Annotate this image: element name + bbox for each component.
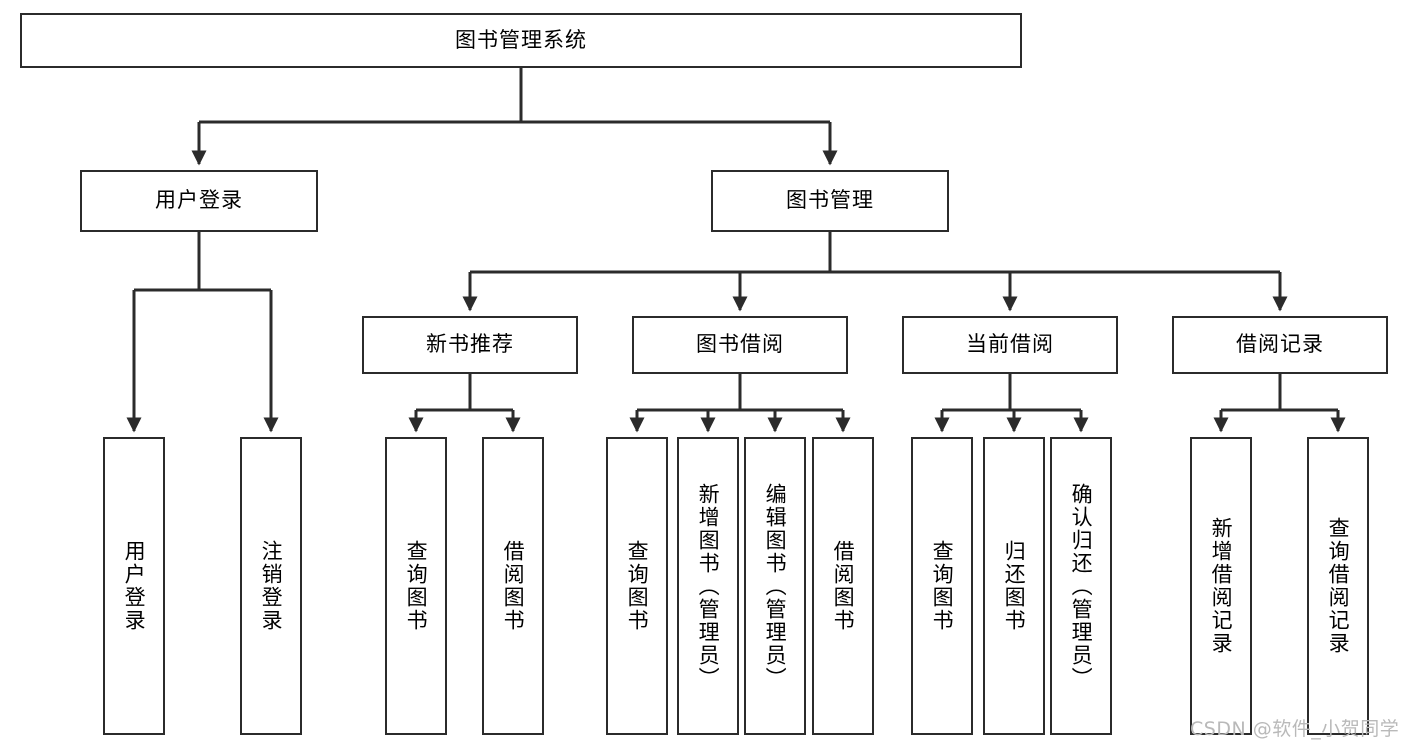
leaf-add-record[interactable]: 新增借阅记录 [1190,437,1252,735]
leaf-add-book-label: 新增图书（管理员） [696,482,721,690]
node-new-book-rec[interactable]: 新书推荐 [362,316,578,374]
leaf-borrow-book-2-label: 借阅图书 [831,540,856,632]
watermark: CSDN @软件_小贺同学 [1190,718,1400,740]
leaf-query-book-3-label: 查询图书 [930,540,955,632]
leaf-borrow-book-1[interactable]: 借阅图书 [482,437,544,735]
node-root[interactable]: 图书管理系统 [20,13,1022,68]
node-borrow-record[interactable]: 借阅记录 [1172,316,1388,374]
node-book-manage-label: 图书管理 [786,188,874,213]
leaf-borrow-book-2[interactable]: 借阅图书 [812,437,874,735]
leaf-query-record[interactable]: 查询借阅记录 [1307,437,1369,735]
leaf-query-book-1[interactable]: 查询图书 [385,437,447,735]
leaf-query-book-1-label: 查询图书 [404,540,429,632]
leaf-add-record-label: 新增借阅记录 [1209,517,1234,655]
leaf-query-book-2[interactable]: 查询图书 [606,437,668,735]
leaf-edit-book[interactable]: 编辑图书（管理员） [744,437,806,735]
node-new-book-rec-label: 新书推荐 [426,332,514,357]
leaf-user-logout[interactable]: 注销登录 [240,437,302,735]
leaf-user-logout-label: 注销登录 [259,540,284,632]
node-user-login-label: 用户登录 [155,188,243,213]
leaf-edit-book-label: 编辑图书（管理员） [763,482,788,690]
leaf-return-book[interactable]: 归还图书 [983,437,1045,735]
node-book-borrow-label: 图书借阅 [696,332,784,357]
leaf-user-login[interactable]: 用户登录 [103,437,165,735]
node-book-manage[interactable]: 图书管理 [711,170,949,232]
leaf-query-record-label: 查询借阅记录 [1326,517,1351,655]
leaf-return-book-label: 归还图书 [1002,540,1027,632]
node-borrow-record-label: 借阅记录 [1236,332,1324,357]
leaf-user-login-label: 用户登录 [122,540,147,632]
node-current-borrow-label: 当前借阅 [966,332,1054,357]
leaf-confirm-return-label: 确认归还（管理员） [1069,482,1094,690]
leaf-query-book-3[interactable]: 查询图书 [911,437,973,735]
node-root-label: 图书管理系统 [455,27,587,52]
leaf-borrow-book-1-label: 借阅图书 [501,540,526,632]
leaf-query-book-2-label: 查询图书 [625,540,650,632]
leaf-add-book[interactable]: 新增图书（管理员） [677,437,739,735]
node-book-borrow[interactable]: 图书借阅 [632,316,848,374]
node-current-borrow[interactable]: 当前借阅 [902,316,1118,374]
node-user-login[interactable]: 用户登录 [80,170,318,232]
leaf-confirm-return[interactable]: 确认归还（管理员） [1050,437,1112,735]
